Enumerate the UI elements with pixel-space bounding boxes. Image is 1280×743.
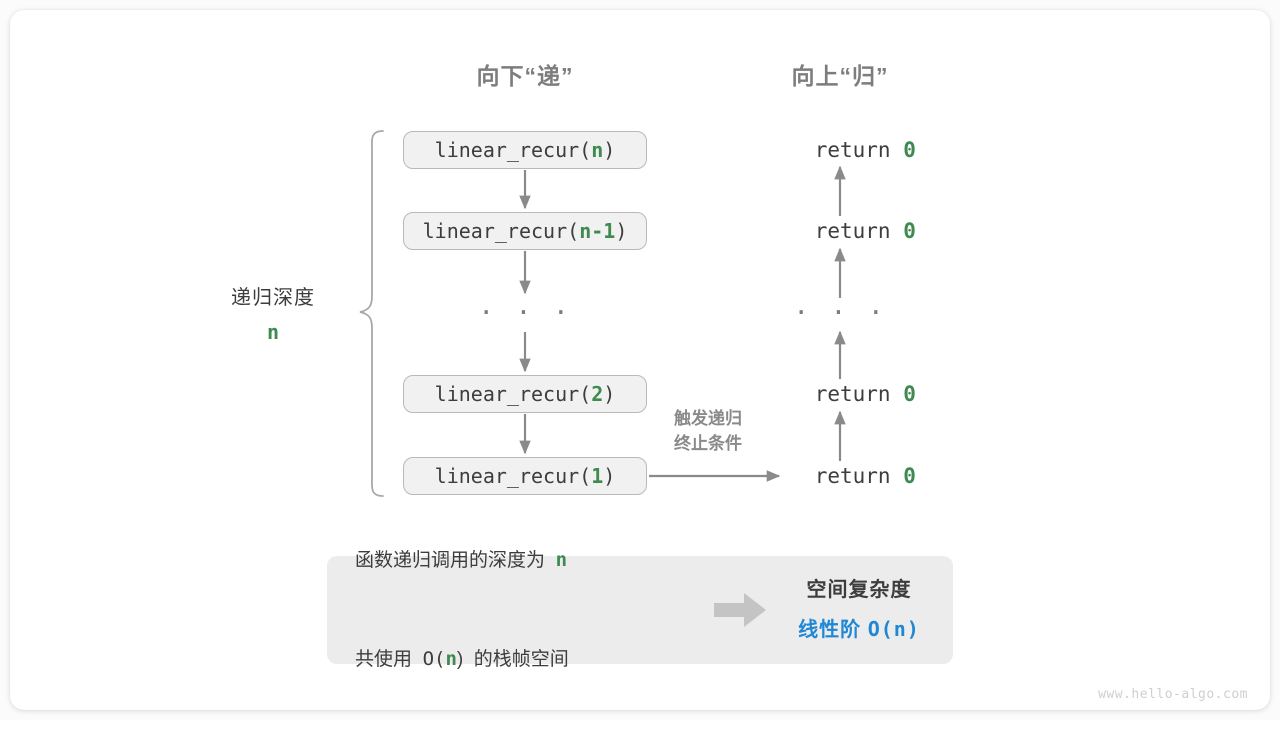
call-box-arg: 1 bbox=[591, 464, 604, 488]
call-box-arg: n-1 bbox=[579, 219, 616, 243]
complexity-title: 空间复杂度 bbox=[806, 578, 912, 601]
recursion-depth-annotation: 递归深度 n bbox=[231, 281, 315, 344]
call-box-n-minus-1: linear_recur(n-1) bbox=[403, 212, 647, 250]
summary-line-1: 函数递归调用的深度为 n bbox=[355, 544, 705, 577]
termination-note-line1: 触发递归 bbox=[674, 409, 742, 428]
return-label-3: return 0 bbox=[764, 358, 916, 430]
return-value: 0 bbox=[903, 219, 916, 243]
return-label-4: return 0 bbox=[764, 440, 916, 512]
summary-line1-text: 函数递归调用的深度为 bbox=[355, 549, 556, 571]
call-box-prefix: linear_recur( bbox=[422, 219, 580, 243]
return-keyword: return bbox=[814, 382, 904, 406]
summary-line-2: 共使用 O(n) 的栈帧空间 bbox=[355, 643, 705, 676]
call-box-arg: 2 bbox=[591, 382, 604, 406]
return-keyword: return bbox=[814, 219, 904, 243]
call-box-suffix: ) bbox=[603, 382, 616, 406]
call-box-prefix: linear_recur( bbox=[434, 138, 592, 162]
summary-line2-var: n bbox=[445, 648, 457, 671]
summary-description: 函数递归调用的深度为 n 共使用 O(n) 的栈帧空间 bbox=[327, 477, 705, 743]
recursion-depth-title: 递归深度 bbox=[231, 287, 315, 309]
return-value: 0 bbox=[903, 382, 916, 406]
summary-line2-text: 共使用 bbox=[355, 649, 423, 671]
return-value: 0 bbox=[903, 464, 916, 488]
call-box-suffix: ) bbox=[603, 464, 616, 488]
right-arrow-icon bbox=[705, 593, 775, 627]
termination-note-line2: 终止条件 bbox=[674, 433, 742, 453]
watermark: www.hello-algo.com bbox=[1098, 687, 1248, 702]
call-box-suffix: ) bbox=[615, 219, 628, 243]
call-column-ellipsis: · · · bbox=[478, 298, 572, 328]
column-header-ascend: 向上“归” bbox=[791, 63, 889, 89]
summary-line2-tail: ) 的栈帧空间 bbox=[456, 649, 569, 671]
return-keyword: return bbox=[814, 464, 904, 488]
call-box-2: linear_recur(2) bbox=[403, 375, 647, 413]
summary-line2-bigo-open: O( bbox=[422, 648, 446, 671]
complexity-value: 线性阶 O(n) bbox=[775, 613, 943, 647]
return-keyword: return bbox=[814, 138, 904, 162]
complexity-value-notation: O(n) bbox=[867, 616, 920, 641]
complexity-result: 空间复杂度 线性阶 O(n) bbox=[775, 574, 953, 647]
recursion-depth-value: n bbox=[266, 320, 280, 344]
summary-line1-var: n bbox=[555, 548, 568, 571]
return-value: 0 bbox=[903, 138, 916, 162]
call-box-arg: n bbox=[591, 138, 604, 162]
return-label-2: return 0 bbox=[764, 195, 916, 267]
diagram-canvas: 向下“递” 向上“归” linear_recur(n) linear_recur… bbox=[231, 63, 1248, 702]
call-box-n: linear_recur(n) bbox=[403, 131, 647, 169]
call-box-1: linear_recur(1) bbox=[403, 457, 647, 495]
call-box-prefix: linear_recur( bbox=[434, 464, 592, 488]
call-box-suffix: ) bbox=[603, 138, 616, 162]
return-label-1: return 0 bbox=[764, 114, 916, 186]
termination-condition-note: 触发递归 终止条件 bbox=[674, 407, 742, 456]
complexity-value-label: 线性阶 bbox=[798, 618, 868, 641]
column-header-descend: 向下“递” bbox=[476, 63, 574, 89]
return-column-ellipsis: · · · bbox=[793, 298, 887, 328]
summary-panel: 函数递归调用的深度为 n 共使用 O(n) 的栈帧空间 空间复杂度 线性阶 O(… bbox=[327, 549, 953, 670]
call-box-prefix: linear_recur( bbox=[434, 382, 592, 406]
